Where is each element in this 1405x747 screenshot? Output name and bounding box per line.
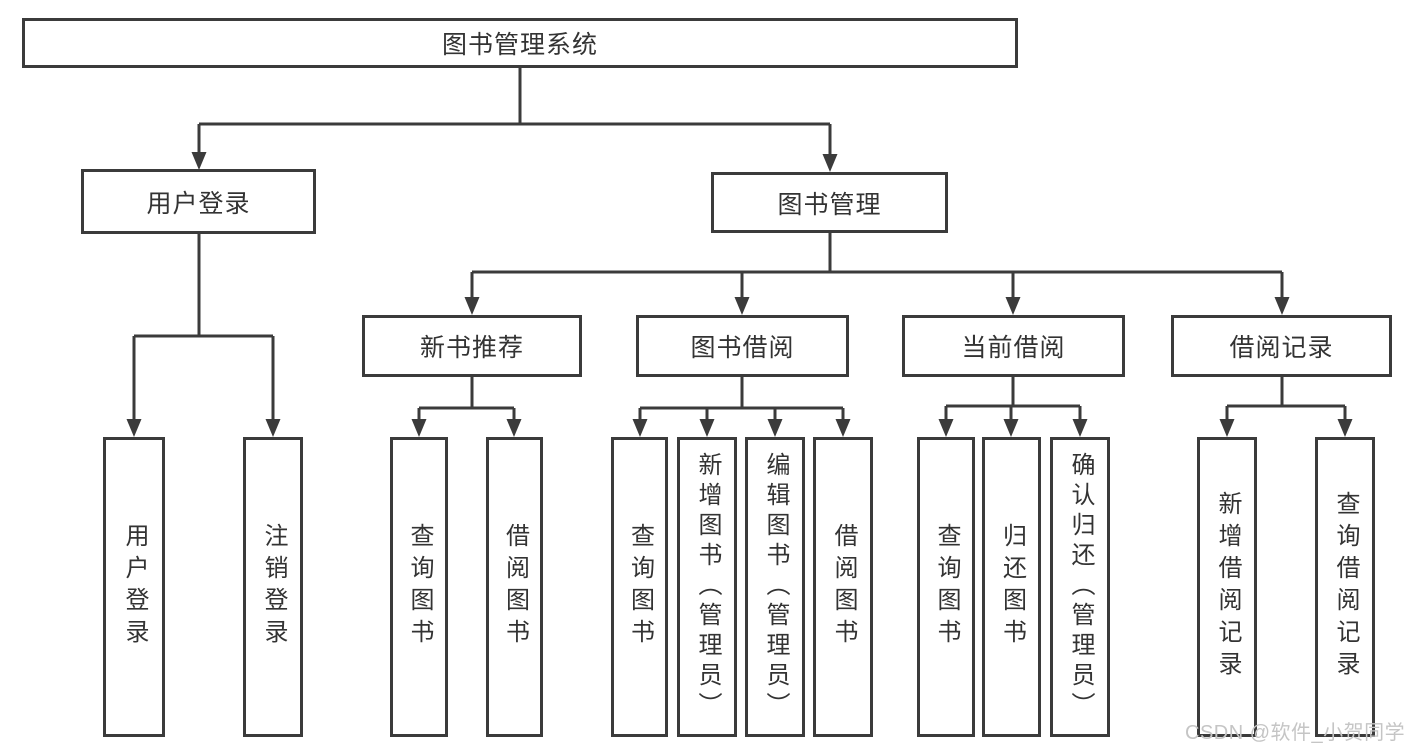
leaf-borrow-books: 借阅图书 bbox=[813, 437, 873, 737]
connector-user-login-children bbox=[132, 233, 275, 421]
leaf-confirm-return-admin: 确认归还（管理员） bbox=[1050, 437, 1110, 737]
leaf-add-books-admin-label: 新增图书（管理员） bbox=[694, 452, 721, 722]
leaf-query-books-recommend-label: 查询图书 bbox=[406, 523, 433, 651]
leaf-query-borrow-record: 查询借阅记录 bbox=[1315, 437, 1375, 737]
leaf-add-books-admin: 新增图书（管理员） bbox=[677, 437, 737, 737]
leaf-confirm-return-admin-label: 确认归还（管理员） bbox=[1067, 452, 1094, 722]
node-new-book-recommend-label: 新书推荐 bbox=[419, 334, 524, 362]
node-book-management-label: 图书管理 bbox=[777, 190, 882, 219]
node-root: 图书管理系统 bbox=[22, 18, 1018, 68]
leaf-user-login: 用户登录 bbox=[103, 437, 165, 737]
leaf-edit-books-admin: 编辑图书（管理员） bbox=[745, 437, 805, 737]
leaf-edit-books-admin-label: 编辑图书（管理员） bbox=[762, 452, 789, 722]
leaf-query-books-borrow-label: 查询图书 bbox=[626, 523, 654, 651]
node-user-login: 用户登录 bbox=[81, 169, 316, 234]
leaf-logout-label: 注销登录 bbox=[260, 523, 287, 651]
node-new-book-recommend: 新书推荐 bbox=[362, 315, 582, 377]
leaf-user-login-label: 用户登录 bbox=[121, 523, 148, 651]
leaf-query-books-borrow: 查询图书 bbox=[611, 437, 668, 737]
node-borrowing-records: 借阅记录 bbox=[1171, 315, 1392, 377]
connector-current-children bbox=[944, 377, 1082, 421]
node-borrowing-records-label: 借阅记录 bbox=[1229, 334, 1334, 362]
node-current-borrowing-label: 当前借阅 bbox=[961, 334, 1066, 362]
csdn-watermark: CSDN @软件_小贺同学 bbox=[1185, 722, 1405, 744]
connector-borrowing-children bbox=[638, 377, 845, 421]
node-root-label: 图书管理系统 bbox=[441, 31, 598, 59]
arrowheads bbox=[126, 152, 1353, 437]
node-user-login-label: 用户登录 bbox=[146, 189, 251, 218]
connector-recommend-children bbox=[417, 377, 516, 421]
node-book-management: 图书管理 bbox=[711, 172, 948, 233]
leaf-return-books: 归还图书 bbox=[982, 437, 1041, 737]
leaf-borrow-books-recommend: 借阅图书 bbox=[486, 437, 543, 737]
leaf-query-books-current-label: 查询图书 bbox=[933, 523, 960, 651]
leaf-borrow-books-label: 借阅图书 bbox=[830, 523, 857, 651]
node-book-borrowing-label: 图书借阅 bbox=[690, 334, 795, 362]
connector-book-management-children bbox=[470, 233, 1284, 299]
leaf-add-borrow-record-label: 新增借阅记录 bbox=[1214, 491, 1241, 683]
leaf-query-books-current: 查询图书 bbox=[917, 437, 975, 737]
leaf-query-books-recommend: 查询图书 bbox=[390, 437, 448, 737]
leaf-logout: 注销登录 bbox=[243, 437, 303, 737]
connector-root-to-level2 bbox=[197, 68, 832, 156]
leaf-return-books-label: 归还图书 bbox=[998, 523, 1026, 651]
node-book-borrowing: 图书借阅 bbox=[636, 315, 849, 377]
leaf-query-borrow-record-label: 查询借阅记录 bbox=[1332, 491, 1359, 683]
leaf-borrow-books-recommend-label: 借阅图书 bbox=[501, 523, 529, 651]
leaf-add-borrow-record: 新增借阅记录 bbox=[1197, 437, 1257, 737]
connector-records-children bbox=[1225, 377, 1347, 421]
node-current-borrowing: 当前借阅 bbox=[902, 315, 1125, 377]
